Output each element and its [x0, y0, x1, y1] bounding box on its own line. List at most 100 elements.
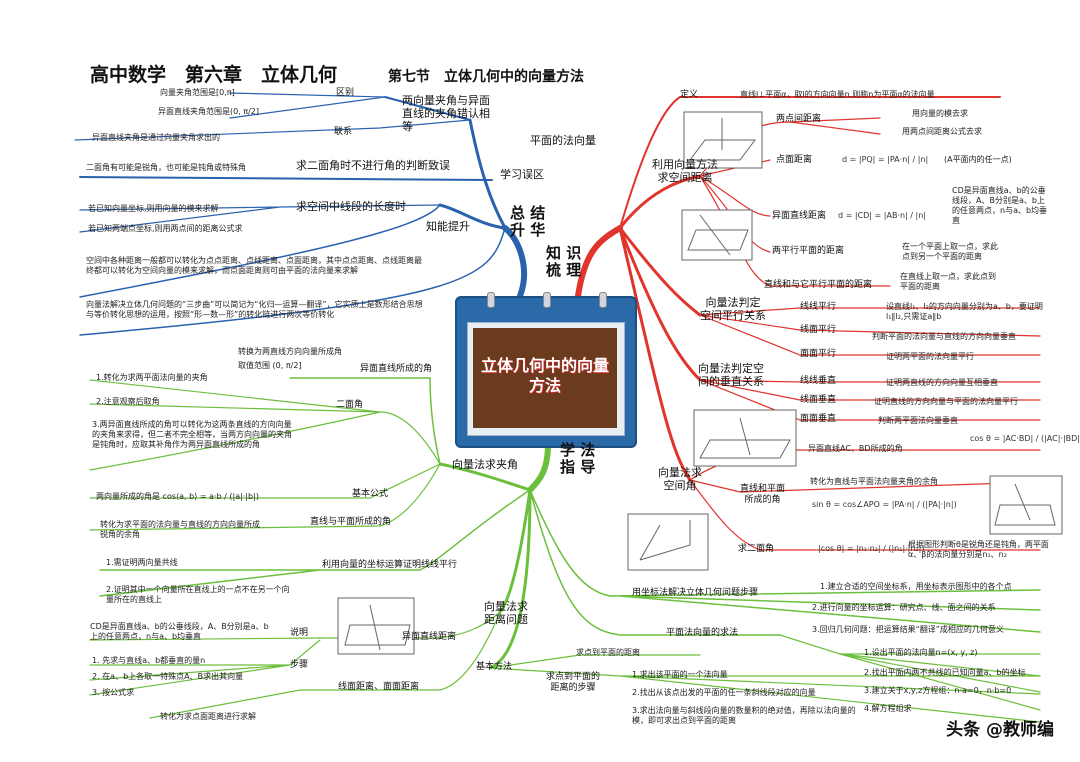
summary-branch-lines [74, 92, 527, 336]
node-face-distance: 线面距离、面面距离 [338, 682, 420, 692]
node-misconceptions: 学习误区 [500, 168, 544, 181]
center-card: 立体几何中的向量方法 [455, 292, 637, 448]
node-parallel-planes: 两平行平面的距离 [772, 246, 845, 256]
text-nm3: 3.建立关于x,y,z方程组：n·a=0，n·b=0 [864, 686, 1012, 695]
text-s1: 1. 先求与直线a、b都垂直的量n [92, 656, 206, 665]
node-line-plane-perp: 线面垂直 [800, 395, 837, 405]
text-d3: 3.两异面直线所成的角可以转化为这两条直线的方向向量的夹角来求得，但二者不完全相… [92, 420, 292, 449]
text-line-line-perp: 证明两直线的方向向量互相垂直 [886, 378, 998, 387]
node-skew-distance: 异面直线距离 [402, 632, 457, 642]
text-cp1: 1.需证明两向量共线 [106, 558, 178, 567]
text-line-plane-perp: 证明直线的方向向量与平面的法向量平行 [874, 397, 1018, 406]
node-dihedral-m: 二面角 [336, 400, 364, 410]
center-topic: 立体几何中的向量方法 [480, 356, 609, 395]
node-plane-plane-par: 面面平行 [800, 349, 837, 359]
hub-method: 学 法 指 导 [560, 441, 596, 476]
page-title: 高中数学 第六章 立体几何 [90, 64, 338, 86]
text-parallel-planes-note: 在一个平面上取一点，求此点到另一个平面的距离 [902, 242, 998, 261]
node-definition: 定义 [680, 90, 699, 100]
text-dihedral-note: 二面角有可能是锐角，也可能是钝角或特殊角 [86, 163, 246, 172]
text-range-vector: 向量夹角范围是[0,π] [160, 88, 235, 97]
text-nm1: 1.设出平面的法向量n=(x, y, z) [864, 648, 978, 657]
text-relation: 异面直线夹角是通过向量夹角求出的 [92, 133, 220, 142]
text-pp3: 3.求出法向量与斜线段向量的数量积的绝对值，再除以法向量的模，即可求出点到平面的… [632, 706, 856, 725]
formula-lp-angle: sin θ = cos∠APO = |PA·n| / (|PA|·|n|) [812, 500, 957, 509]
node-dihedral-error: 求二面角时不进行角的判断致误 [296, 159, 450, 172]
text-seg-known-coord: 若已知向量坐标,则用向量的模来求解 [88, 204, 219, 213]
node-distance-m: 向量法求 距离问题 [484, 600, 528, 626]
calendar-ring-icon [599, 292, 607, 308]
text-three-steps: 向量法解决立体几何问题的“三步曲”可以简记为“化归—运算—翻译”，它实质上是数形… [86, 300, 423, 319]
text-face-distance: 转化为求点面距离进行求解 [160, 712, 256, 721]
node-line-plane: 直线和与它平行平面的距离 [764, 280, 873, 290]
text-skew-angle: 异面直线AC、BD所成的角 [808, 444, 903, 453]
node-pp-steps: 求点到平面的 距离的步骤 [546, 672, 601, 693]
text-plane-plane-par: 证明两平面的法向量平行 [886, 352, 974, 361]
formula-point-plane: d = |PQ| = |PA·n| / |n| [842, 155, 929, 164]
text-cs3: 3.回归几何问题：把运算结果“翻译”成相应的几何意义 [812, 625, 1004, 634]
node-explain: 说明 [290, 628, 309, 638]
text-cs2: 2.进行向量的坐标运算：研究点、线、面之间的关系 [812, 603, 996, 612]
node-lp-angle-m: 直线与平面所成的角 [310, 517, 392, 527]
node-coord-steps: 用坐标法解决立体几何问题步骤 [632, 588, 759, 598]
page-subtitle: 第七节 立体几何中的向量方法 [388, 69, 584, 85]
text-d1: 1.转化为求两平面法向量的夹角 [96, 373, 208, 382]
node-angles: 向量法求夹角 [452, 458, 518, 471]
figure-skew-distance [681, 209, 753, 261]
text-point-plane-note: (A平面内的任一点) [944, 155, 1012, 164]
node-line-plane-par: 线面平行 [800, 325, 837, 335]
hub-knowledge: 知 识 梳 理 [546, 244, 582, 279]
text-nm2: 2.找出平面内两不共线的已知向量a、b的坐标 [864, 668, 1026, 677]
node-two-points: 两点间距离 [776, 114, 822, 124]
text-pp2: 2.找出从该点出发的平面的任一条斜线段对应的向量 [632, 688, 816, 697]
text-seg-known-points: 若已知两端点坐标,则用两点间的距离公式求 [88, 224, 243, 233]
text-range-skew: 异面直线夹角范围是(0, π/2] [158, 107, 260, 116]
text-line-plane-par: 判断平面的法向量与直线的方向向量垂直 [872, 332, 1016, 341]
node-basic-method: 基本方法 [476, 662, 513, 672]
text-lp-angle-m: 转化为求平面的法向量与直线的方向向量所成锐角的余角 [100, 520, 260, 539]
formula-skew-lines: d = |CD| = |AB·n| / |n| [838, 211, 926, 220]
node-skew-angle-m: 异面直线所成的角 [360, 364, 433, 374]
node-point-plane-m: 求点到平面的距离 [576, 648, 640, 657]
text-explain: CD是异面直线a、b的公垂线段，A、B分别是a、b上的任意两点，n与a、b均垂直 [90, 622, 269, 641]
method-branch-lines [89, 377, 1041, 723]
formula-skew-angle: cos θ = |AC·BD| / (|AC|·|BD|) [970, 434, 1080, 443]
node-coord-parallel: 利用向量的坐标运算证明线线平行 [322, 560, 458, 570]
text-definition: 直线l⊥平面α，取l的方向向量n,则称n为平面α的法向量 [740, 90, 935, 99]
node-line-line-perp: 线线垂直 [800, 376, 837, 386]
text-s2: 2. 在a、b上各取一特殊点A、B求出其向量 [92, 672, 244, 681]
text-distance: 空间中各种距离一般都可以转化为点点距离、点线距离、点面距离，其中点点距离、点线距… [86, 256, 422, 275]
node-parallel-judge: 向量法判定 空间平行关系 [700, 296, 766, 322]
text-skew-angle-m: 转换为两直线方向向量所成角 [238, 347, 342, 356]
text-two-points-a: 用向量的模去求 [912, 109, 968, 118]
node-angle: 向量法求 空间角 [658, 466, 702, 492]
text-dihedral-note-k: 根据图形判断θ是锐角还是钝角，两平面α、β的法向量分别是n₁、n₂ [908, 540, 1049, 559]
formula-dihedral: |cos θ| = |n₁·n₂| / (|n₁|·|n₂|) [818, 544, 925, 553]
node-skew-lines: 异面直线距离 [772, 211, 827, 221]
text-two-points-b: 用两点间距离公式去求 [902, 127, 982, 136]
node-normal-method: 平面法向量的求法 [666, 628, 739, 638]
hub-summary: 总 结 升 华 [510, 204, 546, 239]
text-nm4: 4.解方程组求 [864, 704, 912, 713]
text-skew-range: 取值范围 (0, π/2] [238, 361, 302, 370]
text-plane-plane-perp: 判断两平面法向量垂直 [878, 416, 958, 425]
text-s3: 3. 按公式求 [92, 688, 135, 697]
node-angle-confusion: 两向量夹角与异面直线的夹角错认相等 [402, 94, 490, 133]
node-perp-judge: 向量法判定空 间的垂直关系 [698, 362, 764, 388]
node-basic-formula: 基本公式 [352, 489, 389, 499]
node-dihedral: 求二面角 [738, 544, 775, 554]
text-cs1: 1.建立合适的空间坐标系，用坐标表示图形中的各个点 [820, 582, 1012, 591]
node-distance: 利用向量方法 求空间距离 [652, 158, 718, 184]
node-point-plane: 点面距离 [776, 155, 813, 165]
text-pp1: 1.求出该平面的一个法向量 [632, 670, 728, 679]
abacus-photo [473, 328, 617, 428]
node-segment-length: 求空间中线段的长度时 [296, 200, 406, 213]
text-basic-formula: 两向量所成的角是 cos⟨a, b⟩ = a·b / (|a|·|b|) [96, 492, 259, 501]
node-ability: 知能提升 [426, 220, 470, 233]
calendar-ring-icon [487, 292, 495, 308]
text-cp2: 2.证明其中一个向量所在直线上的一点不在另一个向量所在的直线上 [106, 585, 290, 604]
node-difference: 区别 [336, 88, 355, 98]
node-lp-angle: 直线和平面 所成的角 [740, 484, 786, 505]
node-steps: 步骤 [290, 660, 309, 670]
